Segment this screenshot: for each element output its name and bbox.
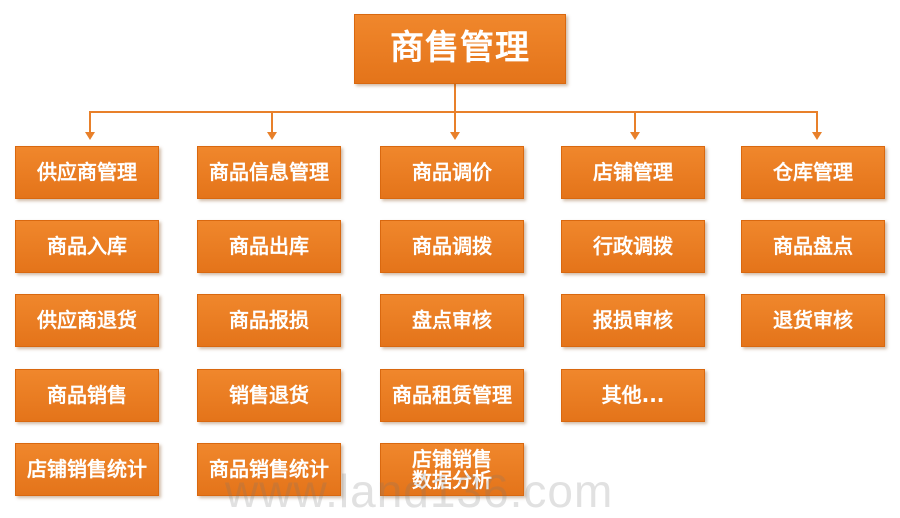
node-goods-stocktake: 商品盘点 (741, 220, 885, 273)
arrow-head-3 (450, 132, 460, 140)
horizontal-bus (89, 111, 818, 113)
drop-line-1 (89, 111, 91, 133)
node-goods-damage: 商品报损 (197, 294, 341, 347)
node-goods-info-management: 商品信息管理 (197, 146, 341, 199)
node-price-adjustment: 商品调价 (380, 146, 524, 199)
drop-line-3 (454, 111, 456, 133)
node-goods-sales: 商品销售 (15, 369, 159, 422)
node-store-management: 店铺管理 (561, 146, 705, 199)
node-others: 其他... (561, 369, 705, 422)
drop-line-4 (634, 111, 636, 133)
node-supplier-management: 供应商管理 (15, 146, 159, 199)
root-node: 商售管理 (354, 14, 566, 84)
node-store-sales-analysis: 店铺销售 数据分析 (380, 443, 524, 496)
node-sales-return: 销售退货 (197, 369, 341, 422)
node-damage-review: 报损审核 (561, 294, 705, 347)
node-goods-transfer: 商品调拨 (380, 220, 524, 273)
arrow-head-1 (85, 132, 95, 140)
root-stem (454, 84, 456, 112)
arrow-head-2 (267, 132, 277, 140)
drop-line-5 (816, 111, 818, 133)
node-goods-rental-management: 商品租赁管理 (380, 369, 524, 422)
node-supplier-return: 供应商退货 (15, 294, 159, 347)
arrow-head-5 (812, 132, 822, 140)
arrow-head-4 (630, 132, 640, 140)
node-warehouse-management: 仓库管理 (741, 146, 885, 199)
node-store-sales-stats: 店铺销售统计 (15, 443, 159, 496)
node-goods-inbound: 商品入库 (15, 220, 159, 273)
node-admin-transfer: 行政调拨 (561, 220, 705, 273)
node-return-review: 退货审核 (741, 294, 885, 347)
node-goods-sales-stats: 商品销售统计 (197, 443, 341, 496)
node-stocktake-review: 盘点审核 (380, 294, 524, 347)
node-goods-outbound: 商品出库 (197, 220, 341, 273)
drop-line-2 (271, 111, 273, 133)
